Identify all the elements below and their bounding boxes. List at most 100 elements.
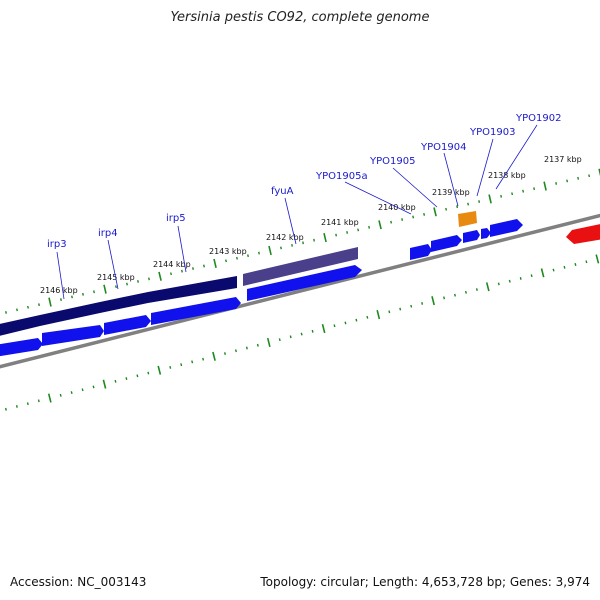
minor-tick — [192, 267, 194, 270]
dark-gene-row — [0, 247, 358, 337]
cds-arrow[interactable] — [151, 297, 241, 325]
major-tick — [595, 254, 600, 264]
gene-label-irp5[interactable]: irp5 — [166, 213, 186, 224]
minor-tick — [412, 215, 415, 219]
minor-tick — [258, 251, 260, 255]
genome-backbone — [0, 213, 600, 369]
minor-tick — [566, 179, 569, 183]
minor-tick — [202, 357, 205, 361]
genome-title: Yersinia pestis CO92, complete genome — [170, 10, 430, 25]
minor-tick — [191, 360, 194, 364]
major-tick — [376, 310, 381, 320]
cds-arrow[interactable] — [490, 219, 523, 237]
minor-tick — [366, 315, 369, 319]
outer-tick-row — [5, 168, 600, 314]
minor-tick — [368, 225, 371, 229]
major-tick — [266, 337, 271, 347]
forward-cds-row — [0, 219, 523, 357]
minor-tick — [170, 272, 172, 276]
minor-tick — [291, 243, 293, 247]
minor-tick — [302, 241, 304, 245]
major-tick — [323, 233, 327, 243]
tick-label: 2139 kbp — [432, 188, 470, 197]
minor-tick — [4, 407, 7, 411]
cds-arrow[interactable] — [431, 235, 462, 252]
gene-block-orange[interactable] — [458, 211, 477, 227]
minor-tick — [125, 377, 128, 381]
gene-label-YPO1905a[interactable]: YPO1905a — [315, 171, 368, 182]
gene-block-irp3[interactable] — [0, 315, 40, 337]
minor-tick — [26, 402, 29, 406]
gene-label-irp3[interactable]: irp3 — [47, 239, 67, 250]
minor-tick — [410, 304, 413, 308]
cds-arrow[interactable] — [104, 315, 151, 335]
cds-arrow[interactable] — [247, 265, 362, 301]
minor-tick — [136, 374, 139, 378]
major-tick — [543, 181, 547, 191]
minor-tick — [399, 307, 402, 311]
gene-labels: irp3 irp4 irp5 fyuA YPO1905a YPO1905 YPO… — [47, 113, 561, 250]
minor-tick — [577, 176, 580, 180]
minor-tick — [280, 246, 282, 250]
minor-tick — [313, 238, 315, 242]
minor-tick — [115, 285, 117, 289]
gene-label-irp4[interactable]: irp4 — [98, 228, 118, 239]
minor-tick — [114, 379, 117, 383]
gene-label-YPO1902[interactable]: YPO1902 — [515, 113, 561, 124]
minor-tick — [355, 318, 358, 322]
minor-tick — [225, 259, 227, 263]
gene-block-irp3b[interactable] — [40, 302, 100, 326]
leader-lines — [56, 124, 538, 300]
minor-tick — [81, 388, 84, 392]
minor-tick — [456, 205, 459, 209]
minor-tick — [256, 343, 259, 347]
minor-tick — [289, 335, 292, 339]
major-tick — [540, 268, 545, 278]
cds-arrow[interactable] — [410, 244, 432, 260]
major-tick — [158, 271, 162, 281]
minor-tick — [224, 352, 226, 355]
accession-text: Accession: NC_003143 — [10, 575, 147, 589]
gene-label-YPO1904[interactable]: YPO1904 — [420, 142, 466, 153]
minor-tick — [245, 346, 248, 350]
minor-tick — [92, 385, 95, 389]
minor-tick — [148, 277, 150, 281]
minor-tick — [388, 310, 391, 314]
minor-tick — [421, 302, 424, 305]
cds-arrow[interactable] — [463, 230, 480, 243]
tick-label: 2146 kbp — [40, 286, 78, 295]
cds-arrow[interactable] — [0, 338, 43, 357]
tick-label: 2138 kbp — [488, 171, 526, 180]
cds-arrow[interactable] — [42, 325, 104, 346]
gene-label-fyuA[interactable]: fyuA — [271, 186, 294, 197]
minor-tick — [147, 371, 150, 375]
minor-tick — [38, 303, 40, 307]
gene-label-YPO1905[interactable]: YPO1905 — [369, 156, 415, 167]
cds-arrow[interactable] — [481, 228, 491, 239]
major-tick — [213, 258, 217, 268]
minor-tick — [454, 293, 456, 297]
minor-tick — [533, 187, 536, 191]
gene-label-YPO1903[interactable]: YPO1903 — [469, 127, 515, 138]
minor-tick — [169, 366, 172, 369]
gene-block-irp4[interactable] — [100, 292, 148, 313]
minor-tick — [278, 338, 281, 342]
gene-block-fyuA[interactable] — [243, 247, 358, 286]
minor-tick — [181, 269, 183, 273]
minor-tick — [522, 189, 525, 193]
gene-block-red[interactable] — [566, 222, 600, 244]
minor-tick — [70, 391, 73, 394]
minor-tick — [346, 231, 349, 234]
gene-block-irp5[interactable] — [148, 276, 237, 303]
minor-tick — [93, 290, 95, 294]
minor-tick — [401, 218, 404, 221]
minor-tick — [478, 200, 481, 203]
major-tick — [485, 282, 490, 292]
minor-tick — [311, 329, 314, 333]
minor-tick — [126, 282, 128, 286]
major-tick — [103, 284, 107, 294]
minor-tick — [5, 311, 7, 314]
minor-tick — [500, 194, 503, 198]
minor-tick — [555, 182, 558, 185]
